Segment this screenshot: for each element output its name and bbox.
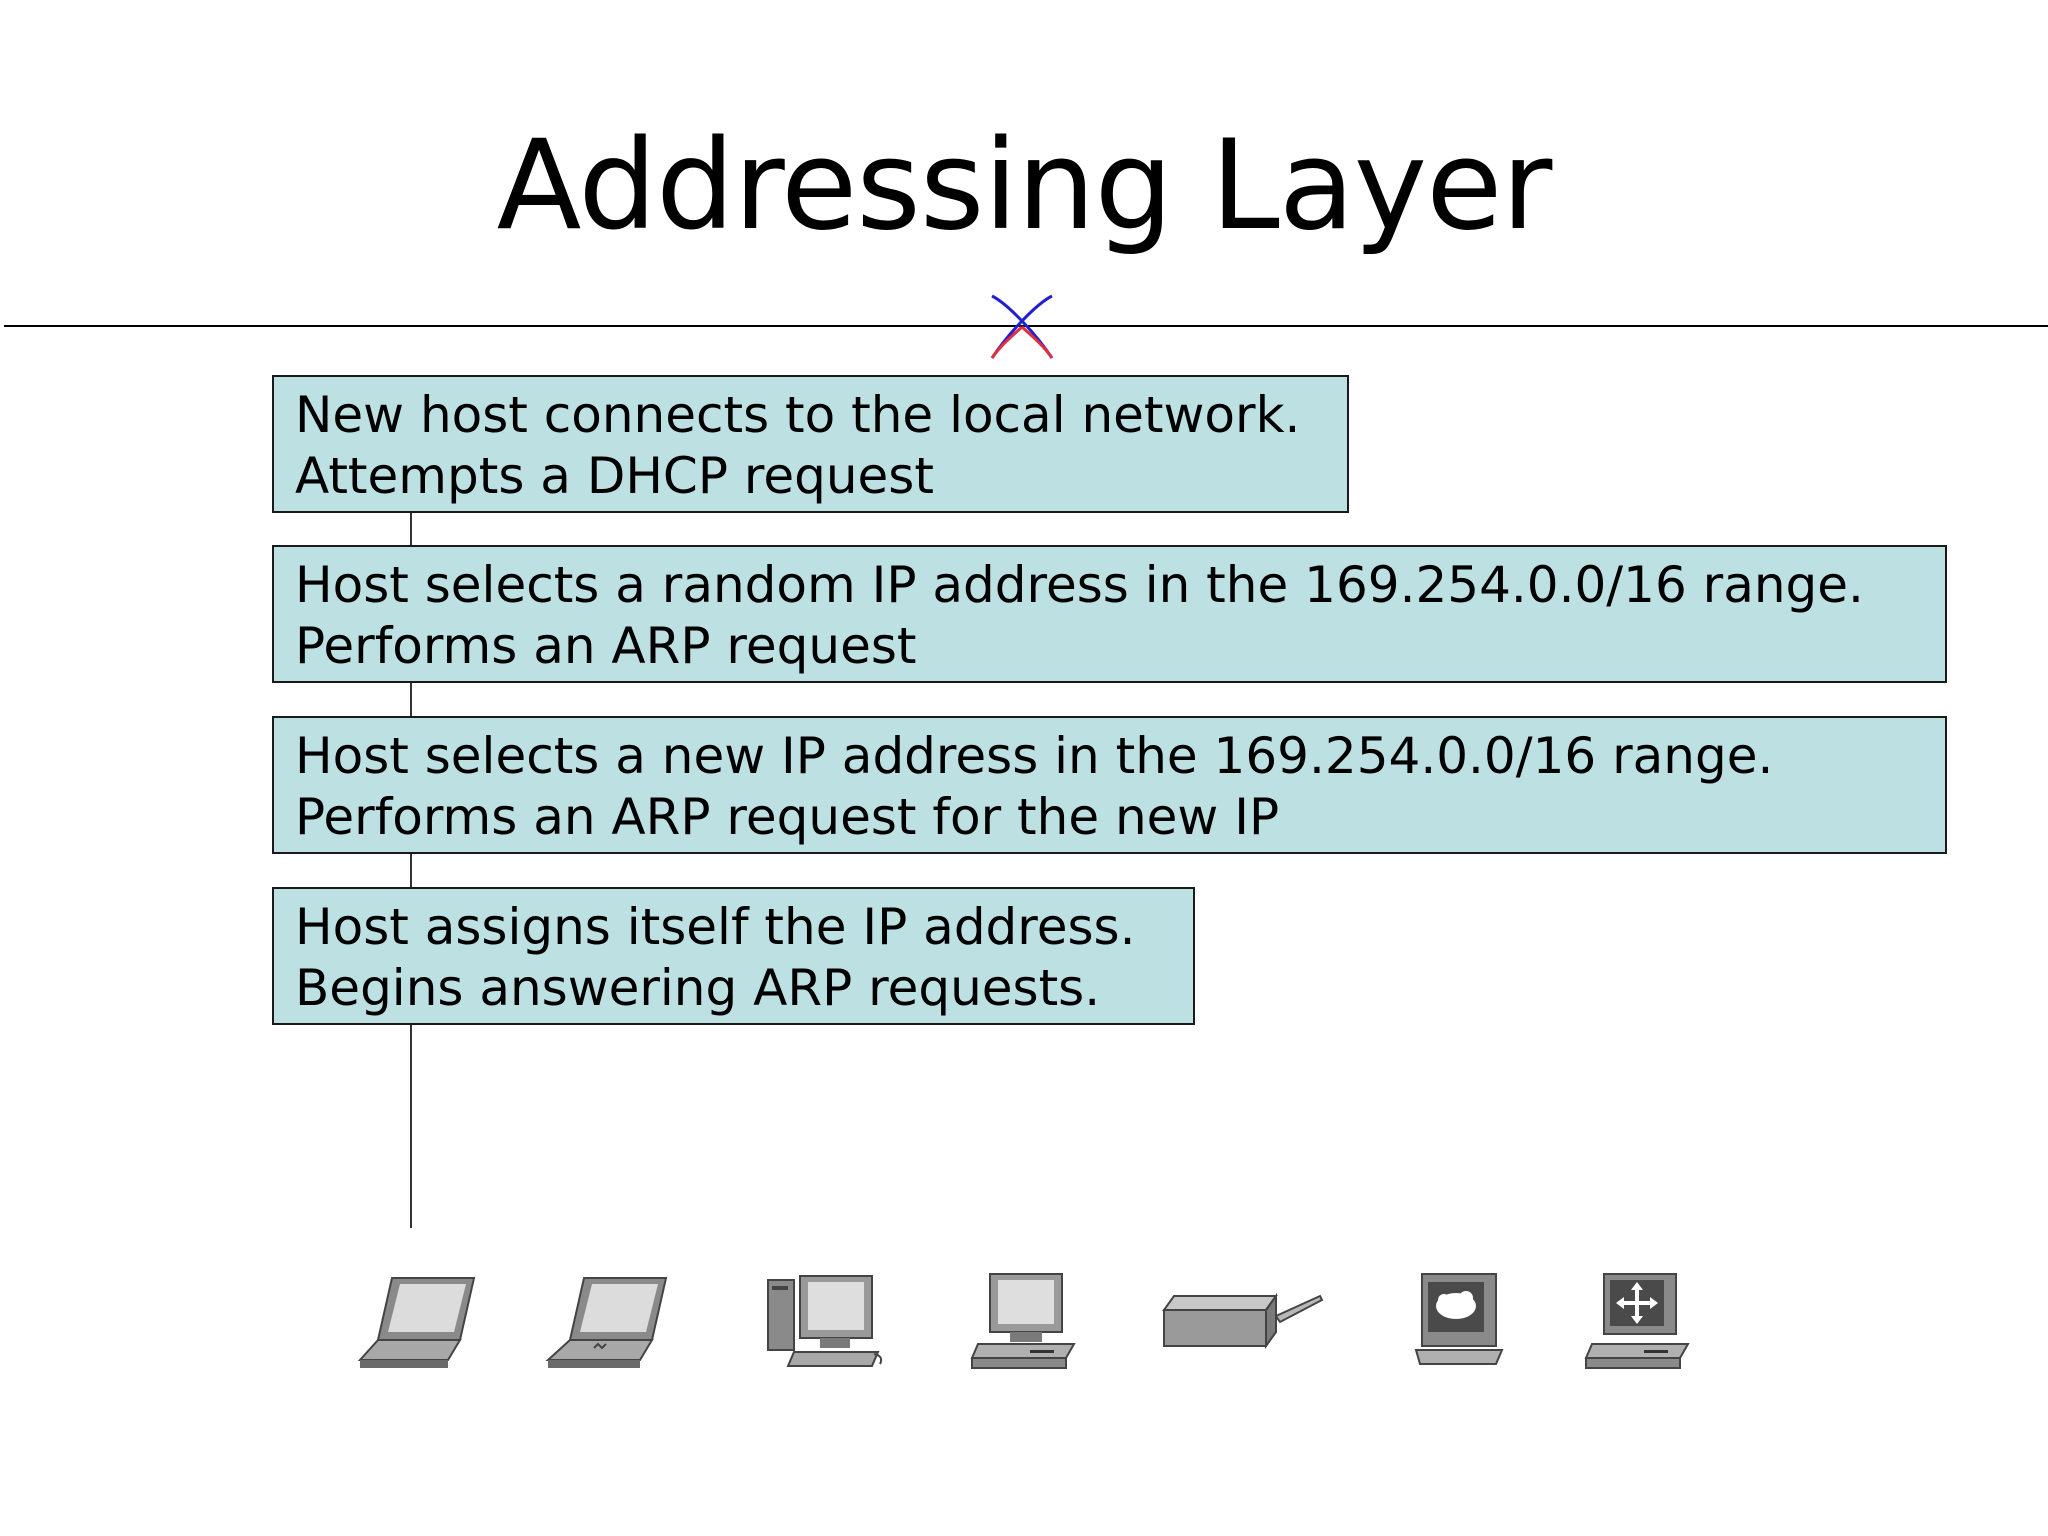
step-2-line-1: Host selects a random IP address in the …	[295, 556, 1864, 614]
timeline-connector	[410, 852, 412, 888]
crossover-icon	[990, 294, 1054, 359]
timeline-connector	[410, 1024, 412, 1228]
step-box-4: Host assigns itself the IP address. Begi…	[272, 887, 1195, 1025]
slide-title: Addressing Layer	[496, 114, 1553, 258]
printer-icon	[1162, 1292, 1324, 1350]
router-pc-icon	[1584, 1273, 1690, 1369]
step-1-line-1: New host connects to the local network.	[295, 386, 1301, 444]
workstation-icon	[767, 1275, 883, 1367]
step-4-line-2: Begins answering ARP requests.	[295, 959, 1101, 1017]
step-4-line-1: Host assigns itself the IP address.	[295, 898, 1136, 956]
step-3-line-2: Performs an ARP request for the new IP	[295, 788, 1280, 846]
step-3-line-1: Host selects a new IP address in the 169…	[295, 727, 1774, 785]
pc-icon	[970, 1273, 1076, 1369]
timeline-connector	[410, 512, 412, 546]
server-icon	[1414, 1273, 1504, 1365]
step-box-2: Host selects a random IP address in the …	[272, 545, 1947, 683]
timeline-connector	[410, 682, 412, 716]
step-box-1: New host connects to the local network. …	[272, 375, 1349, 513]
laptop-icon	[357, 1277, 476, 1368]
step-1-line-2: Attempts a DHCP request	[295, 447, 934, 505]
wireless-laptop-icon	[545, 1277, 668, 1368]
step-2-line-2: Performs an ARP request	[295, 617, 917, 675]
step-box-3: Host selects a new IP address in the 169…	[272, 716, 1947, 854]
